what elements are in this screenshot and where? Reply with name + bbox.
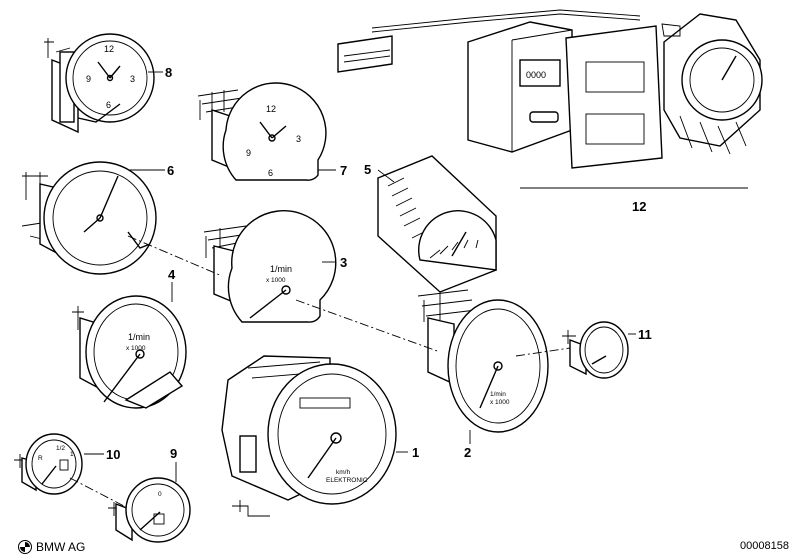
tacho3-scale: x 1000 bbox=[266, 277, 286, 284]
callout-2: 2 bbox=[464, 445, 471, 460]
part-11-small-gauge bbox=[562, 321, 629, 379]
clock8-12: 12 bbox=[104, 44, 114, 54]
tacho2-scale: x 1000 bbox=[490, 399, 510, 406]
speedo1-unit: km/h bbox=[336, 469, 350, 476]
callout-4: 4 bbox=[168, 267, 176, 282]
leader-5 bbox=[377, 169, 395, 183]
part-9-gauge: 0 bbox=[108, 477, 191, 543]
assembly-line-3-2 bbox=[295, 299, 441, 353]
clock7-12: 12 bbox=[266, 104, 276, 114]
part-1-speedometer: km/h ELEKTRONIC bbox=[221, 355, 397, 517]
part-12-electronic-module: 0000 bbox=[337, 9, 763, 169]
part-4-tachometer: 1/min x 1000 bbox=[72, 295, 187, 409]
part-5-circuit-board bbox=[377, 155, 497, 293]
tacho4-unit: 1/min bbox=[128, 332, 150, 342]
part-7-clock: 12 3 6 9 bbox=[197, 82, 327, 181]
callout-12: 12 bbox=[632, 199, 646, 214]
clock7-6: 6 bbox=[268, 168, 273, 178]
callout-3: 3 bbox=[340, 255, 347, 270]
callout-9: 9 bbox=[170, 446, 177, 461]
callout-10: 10 bbox=[106, 447, 120, 462]
gauge9-zero: 0 bbox=[158, 491, 162, 498]
clock8-6: 6 bbox=[106, 100, 111, 110]
callout-11: 11 bbox=[638, 327, 652, 342]
assembly-line-10-9 bbox=[69, 477, 125, 507]
speedo1-sub: ELEKTRONIC bbox=[326, 477, 368, 484]
part-6-clock bbox=[21, 161, 157, 275]
document-number: 00008158 bbox=[740, 540, 789, 552]
bmw-roundel-icon bbox=[18, 540, 32, 554]
module12-display: 0000 bbox=[526, 70, 546, 80]
fuel10-one: 1 bbox=[70, 451, 74, 458]
clock7-3: 3 bbox=[296, 134, 301, 144]
clock8-9: 9 bbox=[86, 74, 91, 84]
tacho4-scale: x 1000 bbox=[126, 345, 146, 352]
clock7-9: 9 bbox=[246, 148, 251, 158]
bmw-logo: BMW AG bbox=[18, 538, 85, 556]
part-3-tachometer: 1/min x 1000 bbox=[203, 210, 337, 323]
part-8-clock: 12 3 6 9 bbox=[44, 33, 155, 134]
part-2-tachometer: 1/min x 1000 bbox=[417, 289, 549, 433]
callout-6: 6 bbox=[167, 163, 174, 178]
tacho3-unit: 1/min bbox=[270, 264, 292, 274]
callout-1: 1 bbox=[412, 445, 419, 460]
callout-7: 7 bbox=[340, 163, 347, 178]
callout-5: 5 bbox=[364, 162, 371, 177]
fuel10-r: R bbox=[38, 455, 43, 462]
assembly-line-6-3 bbox=[127, 235, 223, 277]
part-10-fuel-gauge: R 1/2 1 bbox=[14, 433, 83, 495]
tacho2-unit: 1/min bbox=[490, 391, 506, 398]
brand-text: BMW AG bbox=[36, 540, 86, 554]
fuel10-half: 1/2 bbox=[56, 445, 65, 452]
callout-8: 8 bbox=[165, 65, 172, 80]
clock8-3: 3 bbox=[130, 74, 135, 84]
